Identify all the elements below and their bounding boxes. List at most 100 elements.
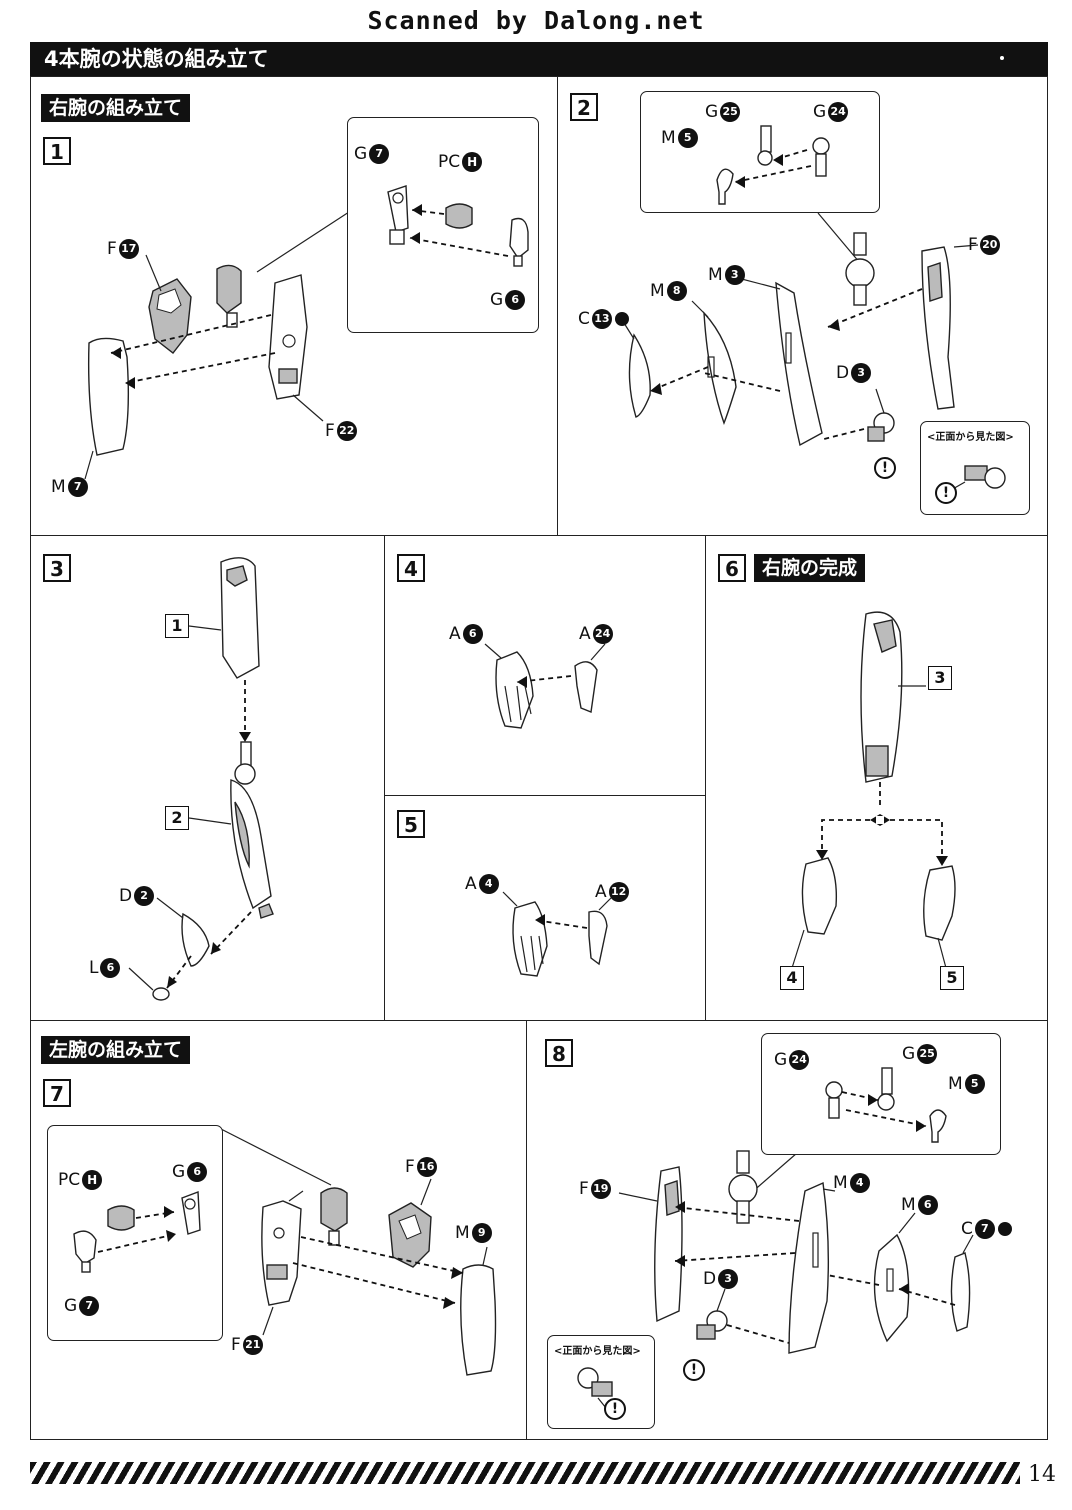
part-label-pch: PC H [438, 152, 483, 172]
scan-watermark-banner: Scanned by Dalong.net [367, 6, 705, 35]
step-8-number: 8 [545, 1039, 573, 1067]
part-prefix: L [89, 958, 99, 978]
part-label-l6: L 6 [89, 958, 121, 978]
part-label-m4: M 4 [833, 1173, 870, 1193]
part-label-g6: G 6 [490, 290, 526, 310]
part-number-badge: 5 [964, 1074, 985, 1094]
part-prefix: PC [438, 152, 461, 172]
part-number-badge: 6 [917, 1195, 938, 1215]
part-label-g25: G 25 [902, 1044, 938, 1064]
part-number-badge: 4 [478, 874, 499, 894]
part-number-badge: 6 [462, 624, 483, 644]
step-5-number: 5 [397, 810, 425, 838]
step-reference-3: 3 [928, 666, 952, 690]
step-3-panel: 3 1 2 D 2 L 6 [30, 535, 385, 1021]
part-prefix: G [705, 102, 719, 122]
step-1-detail-callout: G 7 PC H G 6 [347, 117, 539, 333]
part-number-badge: 2 [134, 886, 155, 906]
step-4-panel: 4 A 6 A 24 [384, 535, 706, 796]
part-number-badge: 7 [79, 1296, 100, 1316]
part-prefix: M [455, 1223, 470, 1243]
step-2-illustration [623, 212, 979, 447]
part-number-badge: 3 [718, 1269, 739, 1289]
part-number-badge: 22 [336, 421, 357, 441]
part-prefix: D [703, 1269, 717, 1289]
part-prefix: M [708, 265, 723, 285]
step-1-panel: 右腕の組み立て 1 G 7 PC H G 6 F 17 [30, 76, 558, 536]
page-number: 14 [1028, 1462, 1056, 1487]
part-prefix: G [902, 1044, 916, 1064]
part-label-m9: M 9 [455, 1223, 492, 1243]
part-label-c13: C 13 [578, 309, 629, 329]
warning-icon: ! [935, 482, 957, 504]
part-label-g24: G 24 [774, 1050, 810, 1070]
part-label-f21: F 21 [231, 1335, 263, 1355]
front-view-label: <正面から見た図> [927, 432, 1014, 443]
part-number-badge: 16 [416, 1157, 437, 1177]
part-prefix: A [449, 624, 461, 644]
part-label-pch: PC H [58, 1170, 103, 1190]
warning-icon: ! [604, 1398, 626, 1420]
part-label-a4: A 4 [465, 874, 499, 894]
part-label-d3: D 3 [836, 363, 872, 383]
step-6-panel: 6 右腕の完成 3 4 5 [705, 535, 1048, 1021]
part-number-badge: 20 [979, 235, 1000, 255]
part-label-m5: M 5 [661, 128, 698, 148]
part-label-d2: D 2 [119, 886, 155, 906]
step-3-number: 3 [43, 554, 71, 582]
part-number-badge: H [82, 1170, 103, 1190]
step-1-illustration [84, 211, 350, 480]
part-label-d3: D 3 [703, 1269, 739, 1289]
part-prefix: G [813, 102, 827, 122]
part-number-badge: 8 [666, 281, 687, 301]
part-prefix: F [107, 239, 117, 259]
part-prefix: G [172, 1162, 186, 1182]
part-number-badge: 5 [677, 128, 698, 148]
step-8-detail-callout: G 24 G 25 M 5 [761, 1033, 1001, 1155]
part-prefix: F [968, 235, 978, 255]
cut-marker-icon [997, 1222, 1012, 1236]
part-prefix: G [354, 144, 368, 164]
step-5-illustration [502, 891, 614, 977]
warning-icon: ! [683, 1359, 705, 1381]
part-label-c7: C 7 [961, 1219, 1012, 1239]
part-prefix: G [490, 290, 504, 310]
part-prefix: F [231, 1335, 241, 1355]
step-2-detail-callout: G 25 G 24 M 5 [640, 91, 880, 213]
part-number-badge: 4 [849, 1173, 870, 1193]
step-7-illustration [220, 1128, 497, 1376]
part-prefix: A [465, 874, 477, 894]
part-number-badge: 6 [505, 290, 526, 310]
part-number-badge: 12 [608, 882, 629, 902]
part-label-g7: G 7 [64, 1296, 100, 1316]
part-prefix: F [579, 1179, 589, 1199]
part-prefix: C [578, 309, 590, 329]
part-prefix: M [51, 477, 66, 497]
part-number-badge: 19 [590, 1179, 611, 1199]
step-3-illustration [128, 557, 274, 1001]
step-6-number: 6 [718, 554, 746, 582]
part-prefix: A [595, 882, 607, 902]
part-label-a24: A 24 [579, 624, 613, 644]
part-prefix: F [325, 421, 335, 441]
part-label-m5: M 5 [948, 1074, 985, 1094]
step-2-number: 2 [570, 93, 598, 121]
left-arm-subhead: 左腕の組み立て [41, 1036, 191, 1064]
step-5-panel: 5 A 4 A 12 [384, 795, 706, 1021]
part-number-badge: 6 [100, 958, 121, 978]
part-label-f17: F 17 [107, 239, 139, 259]
step-4-number: 4 [397, 554, 425, 582]
part-label-m7: M 7 [51, 477, 88, 497]
step-reference-2: 2 [165, 806, 189, 830]
right-arm-subhead: 右腕の組み立て [41, 94, 191, 122]
section-title: 4本腕の状態の組み立て [30, 42, 1048, 76]
cut-marker-icon [614, 312, 629, 326]
part-number-badge: 7 [369, 144, 390, 164]
part-prefix: M [650, 281, 665, 301]
step-reference-1: 1 [165, 614, 189, 638]
step-8-panel: 8 G 24 G 25 M 5 F 19 M 4 [526, 1020, 1048, 1440]
part-label-f20: F 20 [968, 235, 1000, 255]
part-prefix: G [774, 1050, 788, 1070]
part-number-badge: 7 [67, 477, 88, 497]
part-label-g7: G 7 [354, 144, 390, 164]
